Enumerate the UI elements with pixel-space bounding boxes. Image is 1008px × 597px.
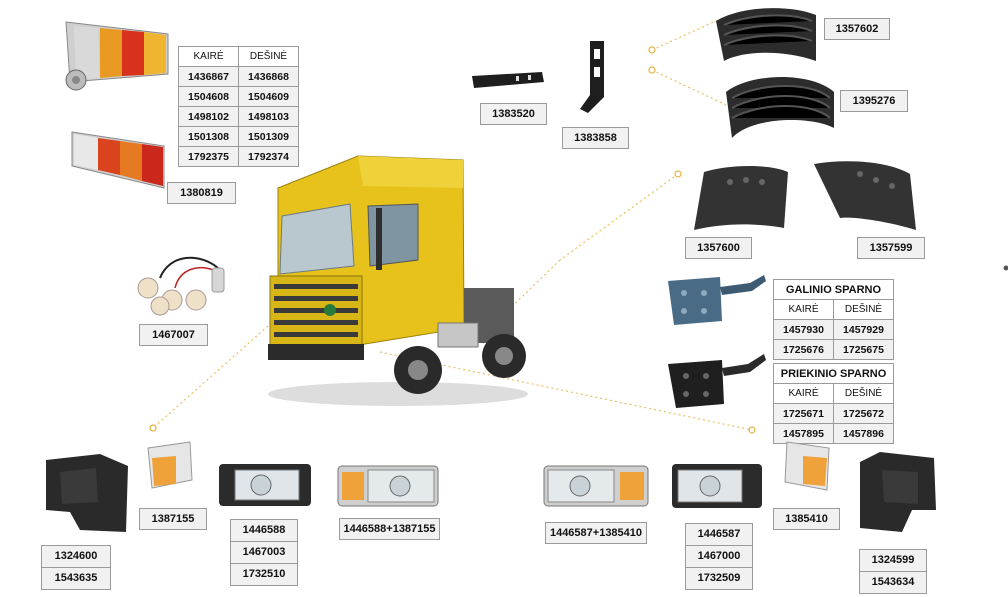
col-desine: DEŠINĖ [833, 383, 894, 404]
front-fender-bracket-image [668, 354, 766, 408]
part-number: 1504608 [178, 86, 239, 107]
col-kaire: KAIRĖ [773, 299, 834, 320]
col-desine: DEŠINĖ [832, 299, 895, 320]
mudflap-left-image [694, 166, 788, 230]
part-number: 1436867 [178, 66, 239, 87]
label-tail-single: 1380819 [167, 182, 236, 204]
label-headlamp-combo-left: 1446588+1387155 [339, 518, 440, 540]
part-number: 1501309 [238, 126, 299, 147]
part-number: 1725671 [773, 403, 834, 424]
part-number: 1498102 [178, 106, 239, 127]
mudflap-right-image [814, 161, 916, 230]
part-number: 1725676 [773, 339, 834, 360]
part-number: 1324600 [42, 546, 110, 568]
part-number: 1725675 [832, 339, 895, 360]
table-title: PRIEKINIO SPARNO [773, 363, 894, 384]
label-indicator-left: 1387155 [139, 508, 207, 530]
step-right-parts: 1324599 1543634 [859, 549, 927, 594]
headlamp-combo-right-image [543, 465, 649, 507]
rear-fender-bracket-image [668, 275, 766, 325]
headlamp-combo-left-image [337, 465, 439, 507]
part-number: 1792375 [178, 146, 239, 167]
indicator-right-image [784, 441, 830, 491]
part-number: 1543635 [42, 568, 110, 589]
harness-image [137, 256, 225, 316]
part-number: 1457929 [832, 319, 895, 340]
headlamp-left-parts: 1446588 1467003 1732510 [230, 519, 298, 586]
headlamp-left-image [219, 464, 311, 506]
label-headlamp-combo-right: 1446587+1385410 [545, 522, 647, 544]
part-number: 1498103 [238, 106, 299, 127]
part-number: 1501308 [178, 126, 239, 147]
bracket-image-left [472, 72, 544, 88]
fender-cover-top-image [716, 8, 816, 61]
label-indicator-right: 1385410 [773, 508, 840, 530]
part-number: 1792374 [238, 146, 299, 167]
step-right-image [860, 452, 936, 532]
part-number: 1732510 [231, 564, 297, 585]
label-cover-mid: 1395276 [840, 90, 908, 112]
indicator-left-image [147, 441, 193, 489]
step-left-image [46, 454, 128, 532]
part-number: 1446587 [686, 524, 752, 546]
part-number: 1436868 [238, 66, 299, 87]
step-left-parts: 1324600 1543635 [41, 545, 111, 590]
bracket-image-right [580, 41, 604, 113]
part-number: 1725672 [833, 403, 894, 424]
col-kaire: KAIRĖ [773, 383, 834, 404]
part-number: 1467000 [686, 546, 752, 568]
part-number: 1457896 [833, 423, 894, 444]
part-number: 1457895 [773, 423, 834, 444]
part-number: 1732509 [686, 568, 752, 589]
label-mudflap-right: 1357599 [857, 237, 925, 259]
col-kaire: KAIRĖ [178, 46, 239, 67]
label-harness: 1467007 [139, 324, 208, 346]
truck-image [268, 155, 528, 406]
table-title: GALINIO SPARNO [773, 279, 894, 300]
label-mudflap-left: 1357600 [685, 237, 752, 259]
part-number: 1504609 [238, 86, 299, 107]
part-number: 1467003 [231, 542, 297, 564]
part-number: 1446588 [231, 520, 297, 542]
label-bracket-right: 1383858 [562, 127, 629, 149]
headlamp-right-parts: 1446587 1467000 1732509 [685, 523, 753, 590]
headlamp-right-image [672, 464, 762, 508]
part-number: 1457930 [773, 319, 834, 340]
label-bracket-left: 1383520 [480, 103, 547, 125]
part-number: 1543634 [860, 572, 926, 593]
tail-lamp-single-image [71, 131, 165, 189]
part-number: 1324599 [860, 550, 926, 572]
col-desine: DEŠINĖ [238, 46, 299, 67]
label-cover-top: 1357602 [824, 18, 890, 40]
tail-lamp-image [65, 21, 169, 91]
fender-cover-mid-image [726, 77, 834, 138]
